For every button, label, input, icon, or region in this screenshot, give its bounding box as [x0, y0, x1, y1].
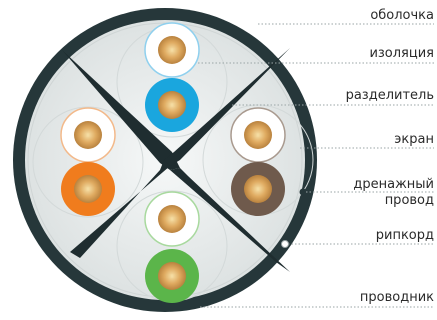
label-separator: разделитель: [345, 88, 434, 103]
pair-blue: [144, 22, 200, 132]
ripcord: [281, 240, 289, 248]
pair-green: [144, 191, 200, 303]
label-insulation: изоляция: [369, 46, 434, 61]
label-conductor: проводник: [359, 290, 434, 305]
pair-orange: [60, 107, 116, 216]
label-jacket: оболочка: [370, 8, 434, 23]
separator-cross: [62, 48, 290, 272]
label-drain-wire-line1: дренажный: [353, 177, 434, 192]
label-ripcord: рипкорд: [375, 228, 434, 243]
pair-brown: [230, 107, 286, 216]
label-drain-wire-line2: провод: [384, 193, 434, 208]
label-screen: экран: [394, 132, 434, 147]
leader-lines: [198, 23, 434, 308]
drain-wire: [299, 188, 307, 196]
